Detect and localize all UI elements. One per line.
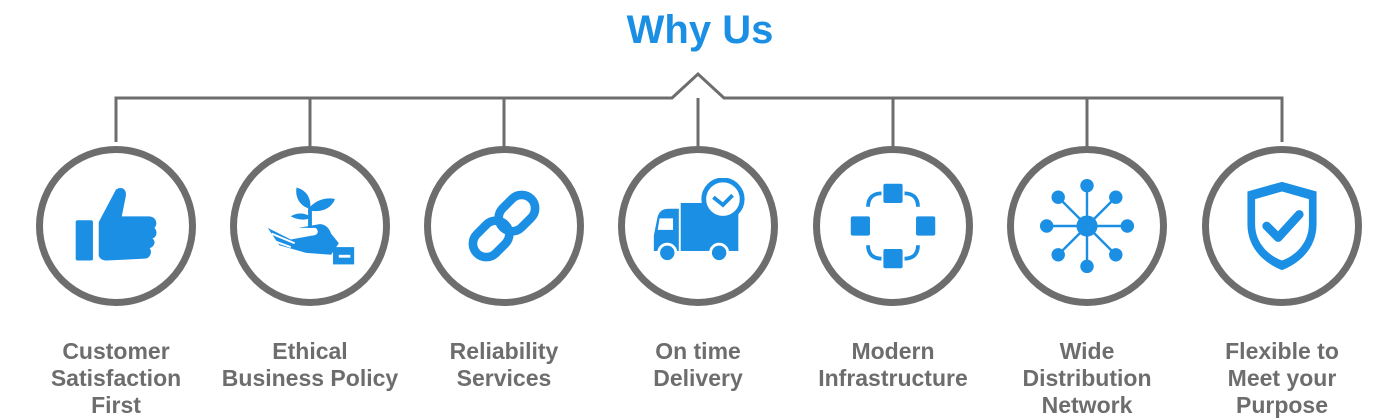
feature-modern-infrastructure: Modern Infrastructure — [800, 146, 986, 392]
feature-reliability: Reliability Services — [411, 146, 597, 392]
feature-label: Reliability Services — [449, 338, 559, 391]
shield-check-icon — [1247, 181, 1317, 271]
chain-link-icon — [468, 190, 540, 262]
feature-circle — [813, 146, 973, 306]
feature-circle — [1007, 146, 1167, 306]
feature-circle — [1202, 146, 1362, 306]
feature-customer-satisfaction: Customer Satisfaction First — [23, 146, 209, 419]
feature-label: Ethical Business Policy — [221, 338, 399, 391]
feature-on-time-delivery: On time Delivery — [605, 146, 791, 392]
hand-plant-icon — [267, 187, 355, 265]
feature-label: Customer Satisfaction First — [50, 338, 182, 418]
feature-flexible: Flexible to Meet your Purpose — [1189, 146, 1375, 419]
feature-circle — [618, 146, 778, 306]
distribution-hub-icon — [1039, 178, 1135, 274]
feature-label: Modern Infrastructure — [818, 338, 968, 391]
thumbs-up-icon — [75, 188, 157, 261]
connector-lines — [114, 71, 1284, 148]
feature-label: On time Delivery — [653, 338, 743, 391]
feature-wide-distribution: Wide Distribution Network — [994, 146, 1180, 419]
feature-circle — [36, 146, 196, 306]
feature-circle — [230, 146, 390, 306]
feature-label: Wide Distribution Network — [1022, 338, 1152, 418]
feature-circle — [424, 146, 584, 306]
feature-label: Flexible to Meet your Purpose — [1225, 338, 1339, 418]
network-nodes-icon — [850, 183, 936, 269]
feature-ethical-business: Ethical Business Policy — [217, 146, 403, 392]
page-title: Why Us — [626, 8, 774, 52]
delivery-truck-clock-icon — [653, 178, 745, 263]
